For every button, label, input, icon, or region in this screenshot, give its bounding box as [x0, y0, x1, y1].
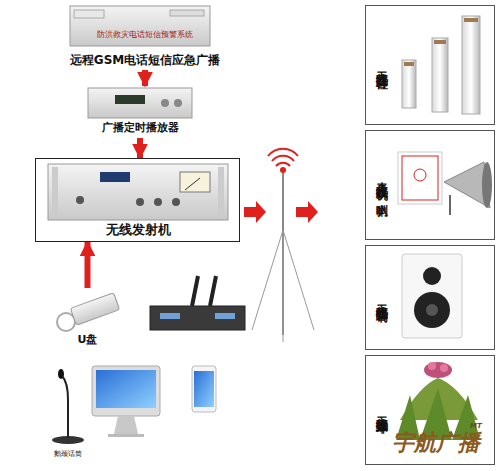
column-speakers [402, 16, 480, 114]
gsm-alarm-device: 防洪救灾电话短信预警系统远程GSM电话短信应急广播 [55, 4, 235, 70]
watermark: 宇航广播 [392, 428, 480, 458]
mic-source: 鹅颈话筒 [36, 366, 100, 462]
flow-arrow [296, 201, 318, 223]
transmitter-box: 无线发射机 [35, 158, 240, 242]
device-label: 鹅颈话筒 [36, 450, 100, 458]
flow-arrow [85, 242, 91, 288]
receiver-title: 无线接收音柱 [371, 6, 391, 124]
speaker-cabinet [402, 254, 462, 338]
flow-arrow [142, 70, 148, 86]
gooseneck-mic [52, 369, 84, 444]
receiver-and-horn [398, 152, 492, 215]
flow-arrow [244, 201, 266, 223]
receiver-box: 无线接收音响 [365, 245, 495, 350]
receiver-title: 无线接收草坪 [371, 356, 391, 464]
flow-arrow [137, 138, 143, 158]
desktop-computer [92, 366, 160, 437]
device-label: 远程GSM电话短信应急广播 [55, 54, 235, 68]
smartphone [192, 366, 216, 412]
usb-source: U盘 [50, 288, 125, 350]
mic-receiver [150, 276, 245, 330]
device-label: U盘 [50, 334, 125, 347]
device-label: 无线发射机 [36, 223, 241, 238]
antenna-mast [252, 149, 314, 342]
timer-player [88, 88, 192, 118]
watermark-mark: MT [470, 422, 482, 430]
lawn-speaker [396, 362, 480, 440]
usb-drive [57, 293, 120, 331]
receiver-title: 无线接收音响 [371, 246, 391, 349]
device-label: 广播定时播放器 [80, 122, 200, 135]
transmitter-device [48, 164, 228, 220]
device-label: 防洪救灾电话短信预警系统 [85, 30, 205, 39]
receiver-box: 无线接收机+喇叭 [365, 130, 495, 240]
receiver-box: 无线接收音柱 [365, 5, 495, 125]
receiver-title: 无线接收机+喇叭 [371, 131, 391, 239]
gsm-device [70, 6, 210, 46]
timer-player-box: 广播定时播放器 [80, 86, 200, 138]
